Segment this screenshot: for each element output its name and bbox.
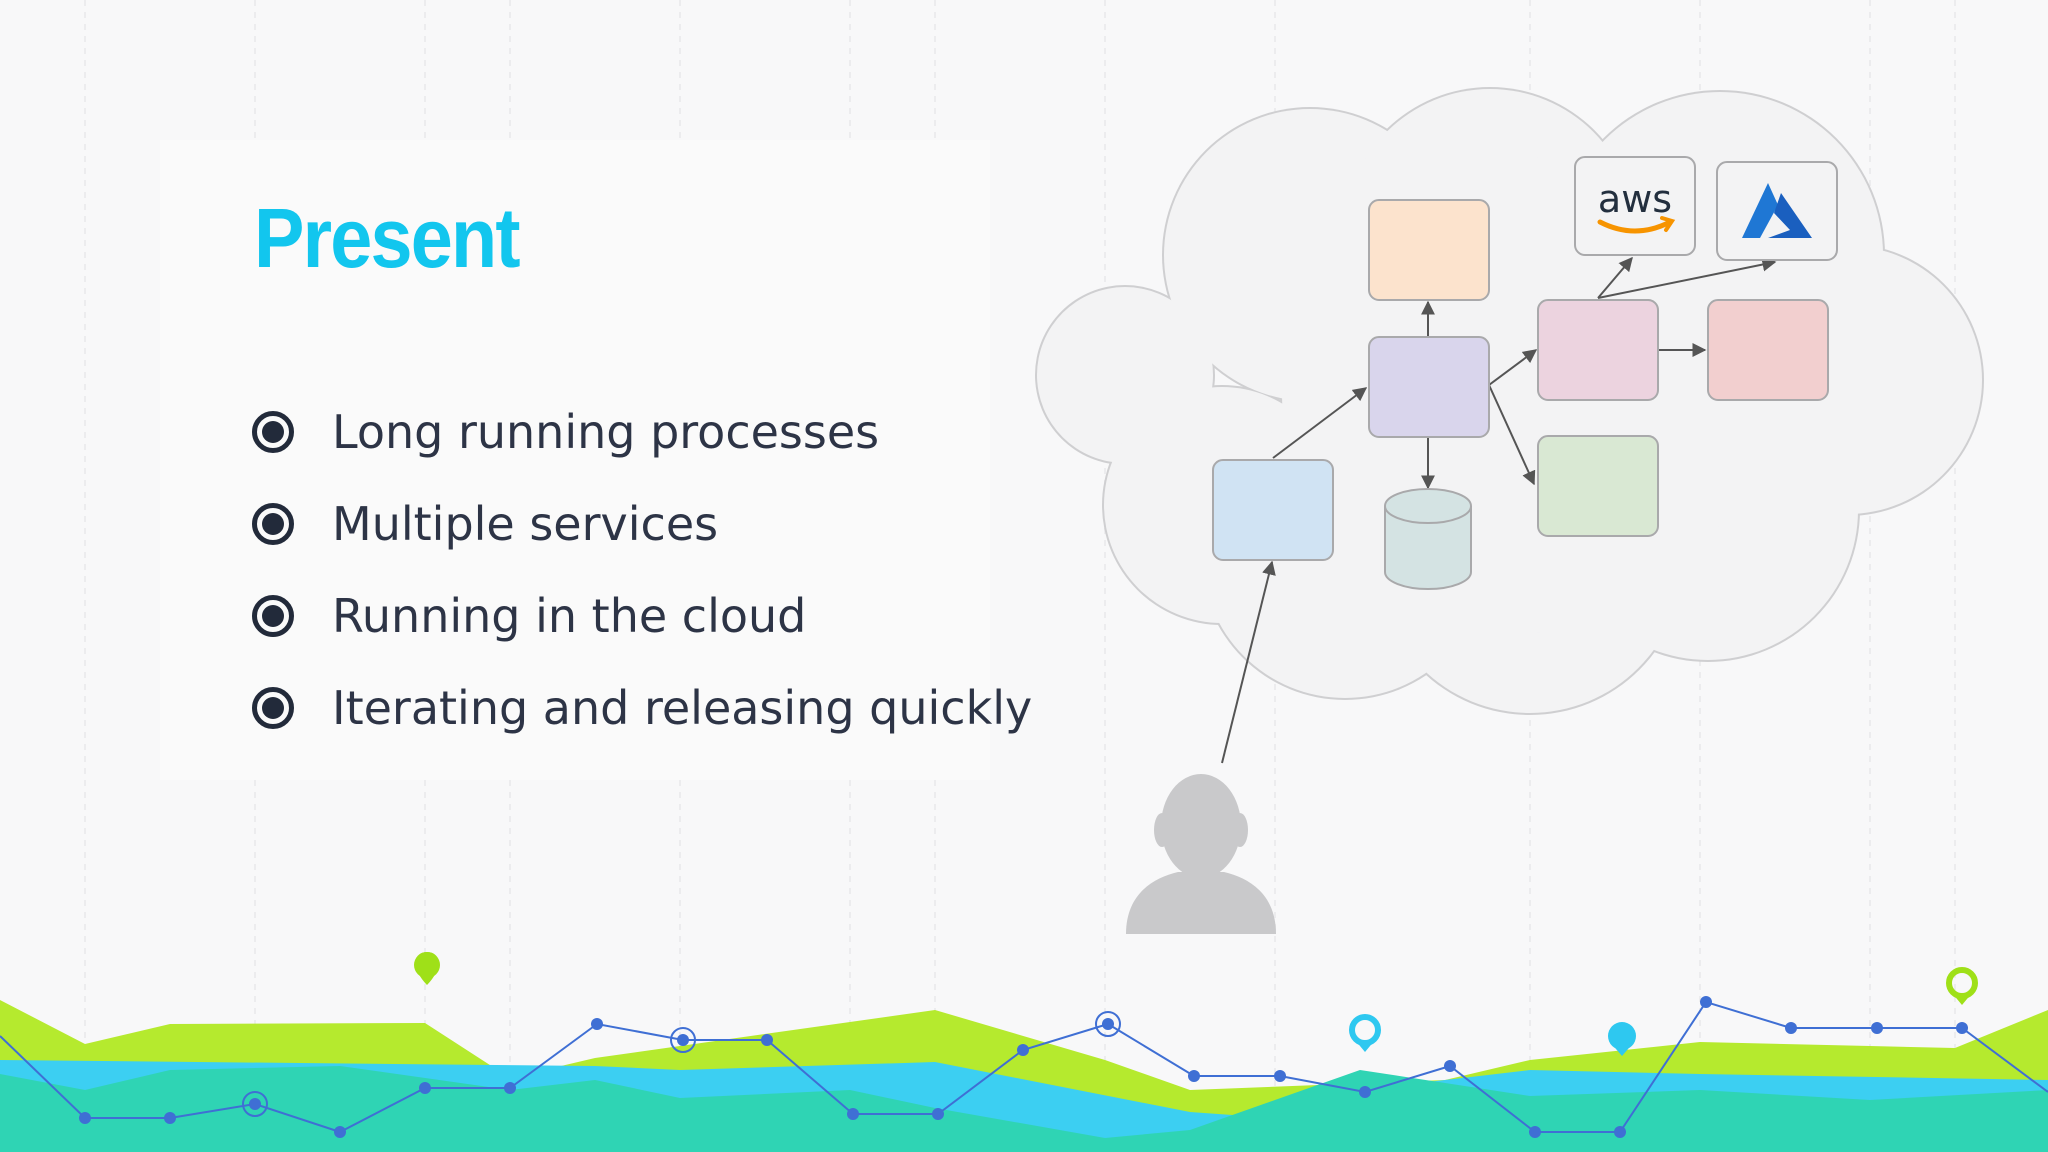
service-box-orange <box>1368 199 1490 301</box>
database-icon <box>1384 488 1472 590</box>
bullet-list: Long running processes Multiple services… <box>252 386 1032 754</box>
bullet-icon <box>252 595 294 637</box>
azure-logo <box>1716 161 1838 261</box>
user-icon <box>1126 774 1276 934</box>
slide-title: Present <box>254 191 521 285</box>
bullet-text: Long running processes <box>332 405 880 459</box>
bullet-item: Iterating and releasing quickly <box>252 662 1032 754</box>
service-box-pink <box>1537 299 1659 401</box>
bullet-icon <box>252 411 294 453</box>
diagram-arrows <box>1221 256 1777 764</box>
bullet-text: Iterating and releasing quickly <box>332 681 1033 735</box>
bullet-item: Multiple services <box>252 478 1032 570</box>
aws-logo: aws <box>1574 156 1696 256</box>
map-pin-icons <box>414 952 1978 1056</box>
text-panel <box>160 140 990 780</box>
service-box-blue <box>1212 459 1334 561</box>
bullet-text: Running in the cloud <box>332 589 807 643</box>
bullet-item: Long running processes <box>252 386 1032 478</box>
service-box-red <box>1707 299 1829 401</box>
cloud-shape <box>1035 87 1984 715</box>
bullet-icon <box>252 687 294 729</box>
service-box-green <box>1537 435 1659 537</box>
service-box-purple <box>1368 336 1490 438</box>
bullet-item: Running in the cloud <box>252 570 1032 662</box>
footer-wave-decoration <box>0 952 2048 1152</box>
wave-points <box>79 996 1968 1138</box>
bullet-text: Multiple services <box>332 497 719 551</box>
aws-logo-text: aws <box>1598 177 1672 221</box>
bullet-icon <box>252 503 294 545</box>
